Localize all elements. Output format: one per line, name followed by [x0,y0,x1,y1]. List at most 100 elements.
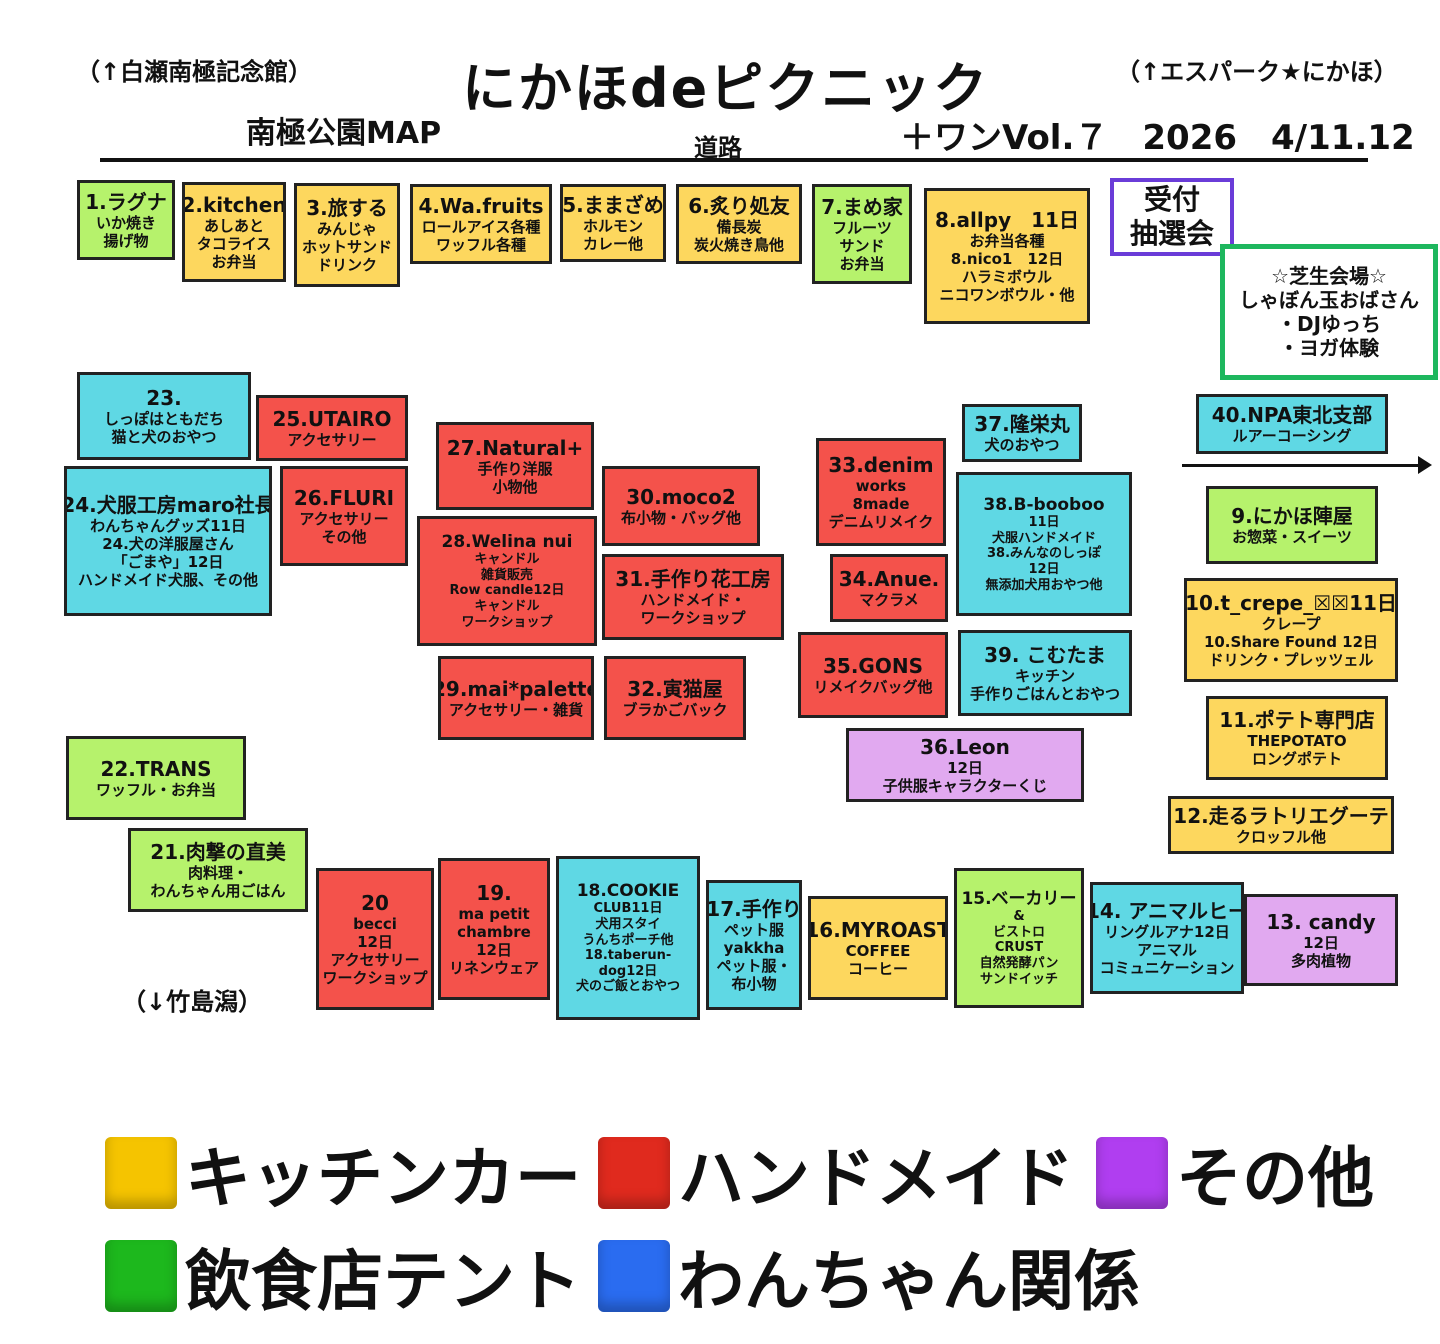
booth-line: 34.Anue. [838,567,940,591]
booth-line: ペット服・ [716,957,792,975]
legend-label: 飲食店テント [185,1243,581,1320]
booth-b39: 39. こむたまキッチン手作りごはんとおやつ [958,630,1132,716]
booth-line: カレー他 [582,235,643,253]
legend-swatch [598,1137,670,1209]
booth-line: 6.炙り処友 [688,194,790,218]
booth-line: ドリンク [316,256,377,274]
booth-line: ma petit [458,905,530,923]
booth-line: 11.ポテト専門店 [1219,708,1375,732]
booth-line: サンド [839,237,885,255]
booth-line: キャンドル [474,598,540,614]
booth-line: お弁当 [211,253,257,271]
legend-item: その他 [1096,1125,1374,1221]
booth-line: アクセサリー [287,431,377,449]
booth-line: ロールアイス各種 [421,218,541,236]
booth-line: 猫と犬のおやつ [111,428,217,446]
booth-line: THEPOTATO [1247,732,1347,750]
booth-b23: 23.しっぽはともだち猫と犬のおやつ [77,372,251,460]
booth-line: 25.UTAIRO [272,407,392,431]
booth-line: わんちゃんグッズ11日 [90,517,246,535]
booth-line: 小物他 [492,478,538,496]
north-left-note: （↑白瀬南極記念館） [76,58,313,86]
booth-line: 14. アニマルヒー [1090,899,1244,923]
booth-line: 30.moco2 [626,485,736,509]
booth-line: 布小物 [731,975,777,993]
booth-line: 29.mai*palette [438,677,594,701]
booth-line: クロッフル他 [1235,828,1326,846]
booth-b9: 9.にかほ陣屋お惣菜・スイーツ [1206,486,1378,564]
legend-label: わんちゃん関係 [678,1243,1140,1320]
booth-line: Row candle12日 [449,583,565,599]
booth-b14: 14. アニマルヒーリングルアナ12日アニマルコミュニケーション [1090,882,1244,994]
right-arrow-icon [1182,456,1432,474]
booth-line: 抽選会 [1129,217,1214,250]
booth-line: アクセサリー・雑貨 [448,701,584,719]
booth-line: ペット服 [723,921,784,939]
booth-b3: 3.旅するみんじゃホットサンドドリンク [294,183,400,287]
booth-line: 38.みんなのしっぽ [986,546,1102,562]
booth-lawn: ☆芝生会場☆しゃぼん玉おばさん・DJゆっち・ヨガ体験 [1220,244,1438,380]
booth-line: 12日 [476,941,512,959]
booth-line: 37.隆栄丸 [974,412,1070,436]
booth-line: ドリンク・プレッツェル [1208,651,1374,669]
booth-line: becci [353,915,397,933]
booth-line: 24.犬の洋服屋さん [102,535,234,553]
booth-line: works [855,477,907,495]
road-label: 道路 [694,134,742,162]
booth-line: お弁当各種 [969,232,1045,250]
booth-line: コーヒー [847,960,908,978]
booth-line: ビストロ [992,924,1045,940]
booth-line: 39. こむたま [984,643,1106,667]
booth-line: ホットサンド [301,238,392,256]
booth-line: ☆芝生会場☆ [1271,264,1387,288]
booth-line: 自然発酵パン [979,955,1059,971]
booth-line: ワークショップ [461,614,553,630]
booth-line: 17.手作り [706,897,802,921]
booth-line: chambre [457,923,531,941]
booth-line: 23. [146,386,182,410]
booth-b31: 31.手作り花工房ハンドメイド・ワークショップ [602,554,784,640]
booth-line: ブラかごバック [622,701,728,719]
booth-line: いか焼き [95,214,156,232]
booth-line: 9.にかほ陣屋 [1231,504,1353,528]
booth-line: yakkha [723,939,785,957]
booth-b12: 12.走るラトリエグーテクロッフル他 [1168,796,1394,854]
booth-line: しゃぼん玉おばさん [1239,288,1419,312]
legend-swatch [598,1240,670,1312]
booth-line: アニマル [1137,941,1197,959]
booth-b40: 40.NPA東北支部ルアーコーシング [1196,394,1388,454]
booth-line: 12日 [947,759,983,777]
booth-line: ワークショップ [322,969,428,987]
booth-line: 21.肉撃の直美 [150,840,286,864]
booth-line: コミュニケーション [1099,959,1235,977]
booth-line: 16.MYROAST [808,918,948,942]
booth-line: 10.Share Found 12日 [1203,633,1379,651]
booth-line: 11日 [1028,515,1060,531]
edition-date: ＋ワンVol.７ 2026 4/11.12 [900,118,1415,158]
booth-line: 布小物・バッグ他 [620,509,741,527]
road-line [100,158,1368,162]
booth-line: 犬服ハンドメイド [991,530,1096,546]
booth-line: 炭火焼き鳥他 [693,236,784,254]
booth-line: & [1013,909,1025,925]
booth-line: 「ごまや」12日 [112,553,224,571]
booth-line: 犬のおやつ [984,436,1060,454]
booth-line: 8.nico1 12日 [950,250,1064,268]
booth-line: ・ヨガ体験 [1279,336,1379,360]
booth-line: 12日 [1028,561,1060,577]
booth-line: 犬用スタイ [595,917,661,932]
booth-line: ハラミボウル [961,268,1052,286]
booth-b7: 7.まめ家フルーツサンドお弁当 [812,184,912,284]
booth-line: みんじゃ [316,220,377,238]
booth-line: リネンウェア [448,959,539,977]
legend-swatch [1096,1137,1168,1209]
booth-line: 12日 [357,933,393,951]
booth-line: 19. [476,881,512,905]
